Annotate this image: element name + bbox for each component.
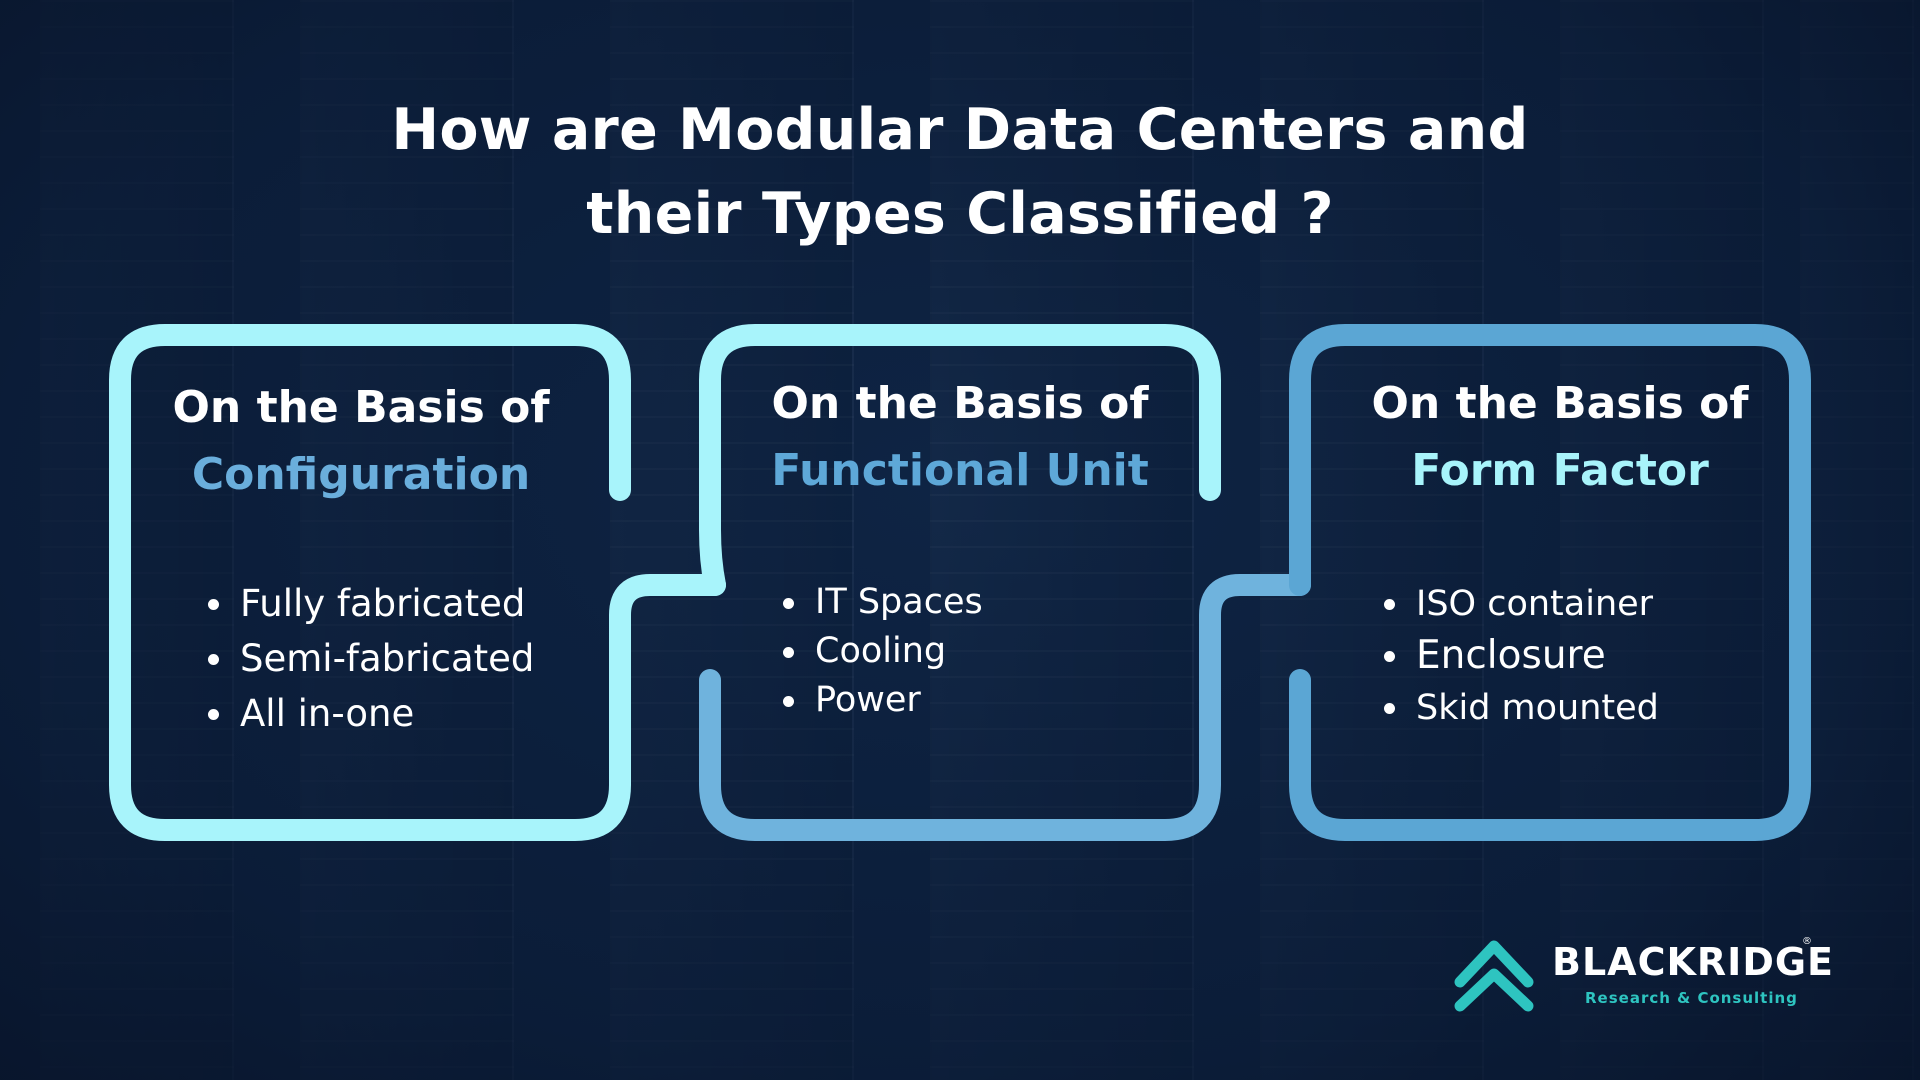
page-title: How are Modular Data Centers and their T… xyxy=(0,88,1920,256)
form-factor-list: ISO container Enclosure Skid mounted xyxy=(1380,578,1659,734)
list-item: All in-one xyxy=(204,686,534,741)
list-item: Enclosure xyxy=(1380,630,1659,682)
card-heading-prefix: On the Basis of xyxy=(1371,378,1749,429)
card-heading-configuration: On the Basis of Configuration xyxy=(121,374,601,508)
card-frame-configuration xyxy=(109,324,726,841)
double-chevron-up-icon xyxy=(1454,940,1534,1012)
card-heading-key: Functional Unit xyxy=(771,445,1149,496)
list-item: Power xyxy=(779,676,983,725)
card-frame-form-factor xyxy=(1288,324,1811,841)
card-heading-key: Form Factor xyxy=(1411,445,1709,496)
list-item: ISO container xyxy=(1380,578,1659,630)
list-item: Semi-fabricated xyxy=(204,631,534,686)
list-item: IT Spaces xyxy=(779,578,983,627)
card-heading-prefix: On the Basis of xyxy=(172,382,550,433)
card-heading-functional-unit: On the Basis of Functional Unit xyxy=(720,370,1200,504)
list-item: Skid mounted xyxy=(1380,682,1659,734)
logo-tagline: Research & Consulting xyxy=(1585,989,1798,1007)
title-line-1: How are Modular Data Centers and xyxy=(391,97,1529,163)
list-item: Cooling xyxy=(779,627,983,676)
title-line-2: their Types Classified ? xyxy=(586,181,1334,247)
card-heading-key: Configuration xyxy=(191,449,531,500)
card-frame-functional-unit xyxy=(699,324,1221,596)
card-heading-form-factor: On the Basis of Form Factor xyxy=(1320,370,1800,504)
blackridge-logo: BLACKRIDGE ® Research & Consulting xyxy=(1452,934,1833,1014)
list-item: Fully fabricated xyxy=(204,576,534,631)
logo-name: BLACKRIDGE xyxy=(1552,940,1835,984)
card-heading-prefix: On the Basis of xyxy=(771,378,1149,429)
configuration-list: Fully fabricated Semi-fabricated All in-… xyxy=(204,576,534,741)
logo-registered-mark: ® xyxy=(1802,936,1812,947)
card-frame-functional-unit-lower xyxy=(699,574,1311,841)
functional-unit-list: IT Spaces Cooling Power xyxy=(779,578,983,725)
